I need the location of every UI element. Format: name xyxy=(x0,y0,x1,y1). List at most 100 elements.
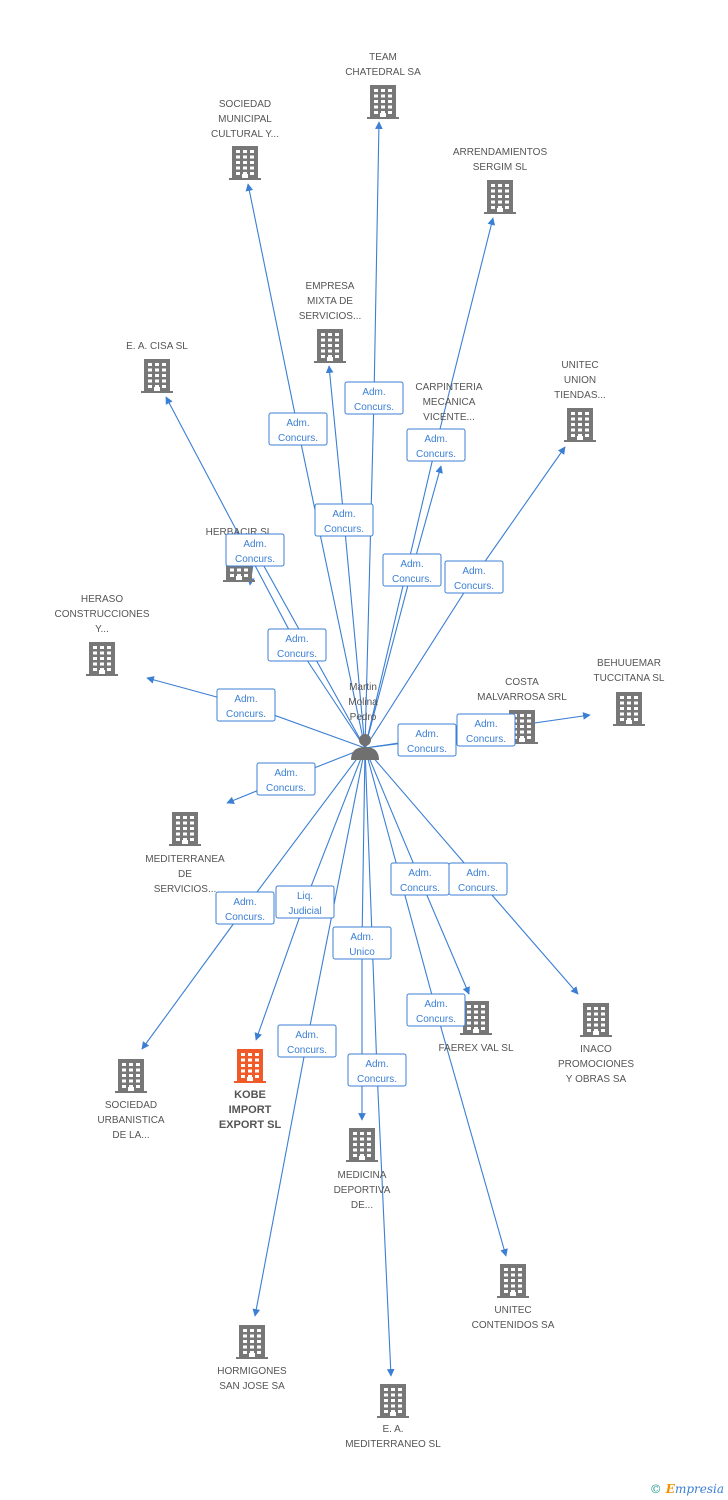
building-icon xyxy=(236,1325,268,1359)
edge-label-inaco[interactable]: Adm.Concurs. xyxy=(448,862,508,896)
edge-label-kobe[interactable]: Liq.Judicial xyxy=(275,885,335,919)
edge-label-text: Concurs. xyxy=(354,402,394,413)
edge-label-text: Adm. xyxy=(332,509,355,520)
building-icon xyxy=(497,1264,529,1298)
edge-label-soc-urbanistica[interactable]: Adm.Concurs. xyxy=(215,891,275,925)
building-icon xyxy=(314,329,346,363)
edge-label-herbacir[interactable]: Adm. Concurs. xyxy=(225,533,285,567)
company-name: MUNICIPAL xyxy=(218,114,272,125)
company-name: CULTURAL Y... xyxy=(211,129,279,140)
edge-label-box xyxy=(406,428,466,462)
edge-label-heraso[interactable]: Adm.Concurs. xyxy=(216,688,276,722)
edge-line-team xyxy=(364,121,383,749)
edge-label-text: Concurs. xyxy=(225,912,265,923)
company-name: ARRENDAMIENTOS xyxy=(453,147,548,158)
edge-label-text: Adm. xyxy=(466,868,489,879)
empresia-logo[interactable]: ©Empresia xyxy=(650,1482,724,1496)
company-node-faerex[interactable]: FAEREX VAL SL xyxy=(438,1001,514,1054)
company-name: UNITEC xyxy=(494,1305,531,1316)
edge-label-text: Adm. xyxy=(243,539,266,550)
person-name: Martin xyxy=(349,682,377,693)
edge-label-mediterranea-serv[interactable]: Adm.Concurs. xyxy=(256,762,316,796)
company-node-unitec-cont[interactable]: UNITEC CONTENIDOS SA xyxy=(472,1264,555,1331)
edge-label-empresa-mixta[interactable]: Adm. Concurs. xyxy=(314,503,374,537)
edge-label-hormigones[interactable]: Adm.Concurs. xyxy=(277,1024,337,1058)
edge-label-box xyxy=(448,862,508,896)
company-name: TEAM xyxy=(369,52,397,63)
edge-label-costa[interactable]: Adm.Concurs. xyxy=(397,723,457,757)
company-node-ea-cisa[interactable]: E. A. CISA SL xyxy=(126,341,188,393)
company-name: VICENTE... xyxy=(423,412,475,423)
company-name: FAEREX VAL SL xyxy=(438,1043,513,1054)
edge-label-text: Concurs. xyxy=(277,649,317,660)
company-name: MEDITERRANEO SL xyxy=(345,1439,441,1450)
edge-label-text: Adm. xyxy=(415,729,438,740)
company-name: EMPRESA xyxy=(306,281,355,292)
edge-label-arrend[interactable]: Adm.Concurs. xyxy=(406,428,466,462)
company-name: MIXTA DE xyxy=(307,296,353,307)
company-name: HORMIGONES xyxy=(217,1366,287,1377)
edge-label-text: Adm. xyxy=(350,932,373,943)
copyright-symbol: © xyxy=(649,1482,662,1496)
edge-label-text: Adm. xyxy=(234,694,257,705)
company-name: URBANISTICA xyxy=(97,1115,165,1126)
edge-label-text: Concurs. xyxy=(235,554,275,565)
edge-label-text: Adm. xyxy=(285,634,308,645)
company-name: CONTENIDOS SA xyxy=(472,1320,555,1331)
edge-label-text: Adm. xyxy=(424,434,447,445)
edge-label-soc-municipal[interactable]: Adm.Concurs. xyxy=(268,412,328,446)
edge-label-behuuemar[interactable]: Adm.Concurs. xyxy=(456,713,516,747)
edge-label-ea-cisa[interactable]: Adm. Concurs. xyxy=(267,628,327,662)
company-name: SERVICIOS... xyxy=(154,884,217,895)
edge-label-unitec-union[interactable]: Adm.Concurs. xyxy=(444,560,504,594)
edge-label-box xyxy=(267,628,327,662)
edge-labels-layer: Adm. Concurs. Adm. Concurs. Adm. Concurs. Adm.… xyxy=(215,381,516,1087)
company-node-heraso[interactable]: HERASOCONSTRUCCIONESY... xyxy=(54,594,150,676)
company-name: DE LA... xyxy=(112,1130,149,1141)
edge-label-text: Concurs. xyxy=(324,524,364,535)
company-node-mediterranea-serv[interactable]: MEDITERRANEADESERVICIOS... xyxy=(145,812,225,895)
company-name: PROMOCIONES xyxy=(558,1059,634,1070)
edge-label-team[interactable]: Adm.Concurs. xyxy=(344,381,404,415)
brand-initial: E xyxy=(665,1482,675,1496)
company-node-carpinteria[interactable]: CARPINTERIAMECANICAVICENTE... xyxy=(415,382,483,423)
edge-label-medicina[interactable]: Adm.Unico xyxy=(332,926,392,960)
company-name: BEHUUEMAR xyxy=(597,658,661,669)
edge-label-text: Concurs. xyxy=(466,734,506,745)
edge-label-text: Adm. xyxy=(408,868,431,879)
edge-label-box xyxy=(444,560,504,594)
company-name: E. A. CISA SL xyxy=(126,341,188,352)
edge-label-text: Concurs. xyxy=(400,883,440,894)
edge-label-text: Adm. xyxy=(424,999,447,1010)
company-node-unitec-union[interactable]: UNITECUNIONTIENDAS... xyxy=(554,360,606,442)
person-name: Molina xyxy=(348,697,378,708)
company-name: Y OBRAS SA xyxy=(566,1074,627,1085)
company-name: MEDICINA xyxy=(338,1170,387,1181)
building-icon xyxy=(613,692,645,726)
building-icon xyxy=(460,1001,492,1035)
company-name: COSTA xyxy=(505,677,539,688)
company-name: E. A. xyxy=(382,1424,403,1435)
edge-label-ea-medit[interactable]: Adm.Concurs. xyxy=(347,1053,407,1087)
edge-label-unitec-cont[interactable]: Adm.Concurs. xyxy=(406,993,466,1027)
building-icon xyxy=(564,408,596,442)
edge-label-faerex[interactable]: Adm. Concurs. xyxy=(390,862,450,896)
company-name: HERASO xyxy=(81,594,123,605)
company-node-ea-medit[interactable]: E. A. MEDITERRANEO SL xyxy=(345,1384,441,1450)
building-icon xyxy=(484,180,516,214)
building-icon xyxy=(229,146,261,180)
company-node-medicina[interactable]: MEDICINADEPORTIVADE... xyxy=(334,1128,391,1211)
edge-label-carpinteria[interactable]: Adm.Concurs. xyxy=(382,553,442,587)
